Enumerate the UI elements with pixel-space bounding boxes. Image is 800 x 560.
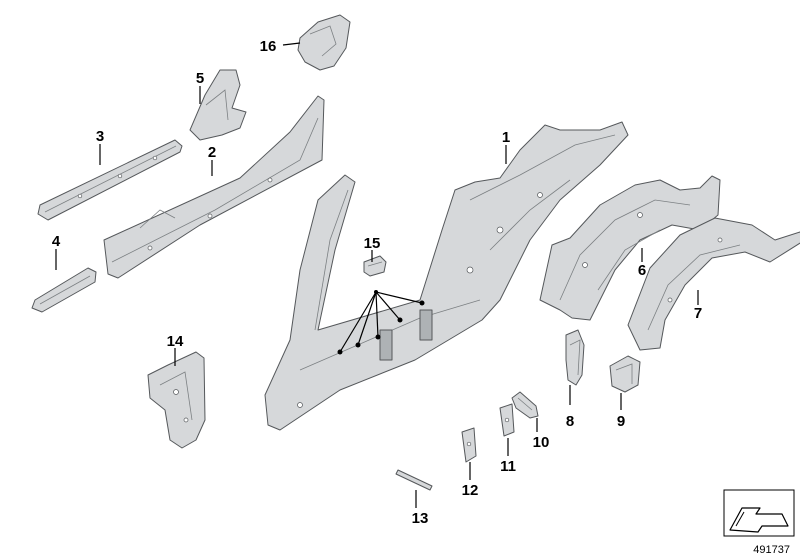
part-4[interactable] <box>31 267 97 313</box>
callout-1[interactable]: 1 <box>502 129 510 146</box>
part-16[interactable] <box>297 14 351 71</box>
part-13[interactable] <box>395 469 433 491</box>
part-15[interactable] <box>363 255 387 277</box>
part-1[interactable] <box>264 121 629 431</box>
part-5[interactable] <box>189 69 247 141</box>
part-10[interactable] <box>511 391 539 419</box>
callout-8[interactable]: 8 <box>566 413 574 430</box>
callout-12[interactable]: 12 <box>462 482 479 499</box>
callout-10[interactable]: 10 <box>533 434 550 451</box>
part-14[interactable] <box>147 351 206 449</box>
callout-9[interactable]: 9 <box>617 413 625 430</box>
callout-2[interactable]: 2 <box>208 144 216 161</box>
callout-labels: 1 2 3 4 5 6 7 8 9 10 11 12 13 14 15 16 <box>52 38 702 527</box>
callout-11[interactable]: 11 <box>500 458 516 475</box>
document-number: 491737 <box>753 544 790 556</box>
callout-7[interactable]: 7 <box>694 305 702 322</box>
part-9[interactable] <box>609 355 641 393</box>
callout-5[interactable]: 5 <box>196 70 204 87</box>
callout-15[interactable]: 15 <box>364 235 381 252</box>
callout-16[interactable]: 16 <box>260 38 277 55</box>
part-3[interactable] <box>37 139 183 221</box>
callout-6[interactable]: 6 <box>638 262 646 279</box>
part-2[interactable] <box>103 95 325 279</box>
callout-3[interactable]: 3 <box>96 128 104 145</box>
part-8[interactable] <box>565 329 585 386</box>
part-6[interactable] <box>539 175 721 321</box>
callout-4[interactable]: 4 <box>52 233 61 250</box>
part-12[interactable] <box>461 427 477 463</box>
part-11[interactable] <box>499 403 515 437</box>
orientation-arrow-icon <box>723 489 795 537</box>
callout-13[interactable]: 13 <box>412 510 429 527</box>
callout-14[interactable]: 14 <box>167 333 184 350</box>
part-7[interactable] <box>627 217 800 351</box>
leader-lines <box>55 42 699 508</box>
